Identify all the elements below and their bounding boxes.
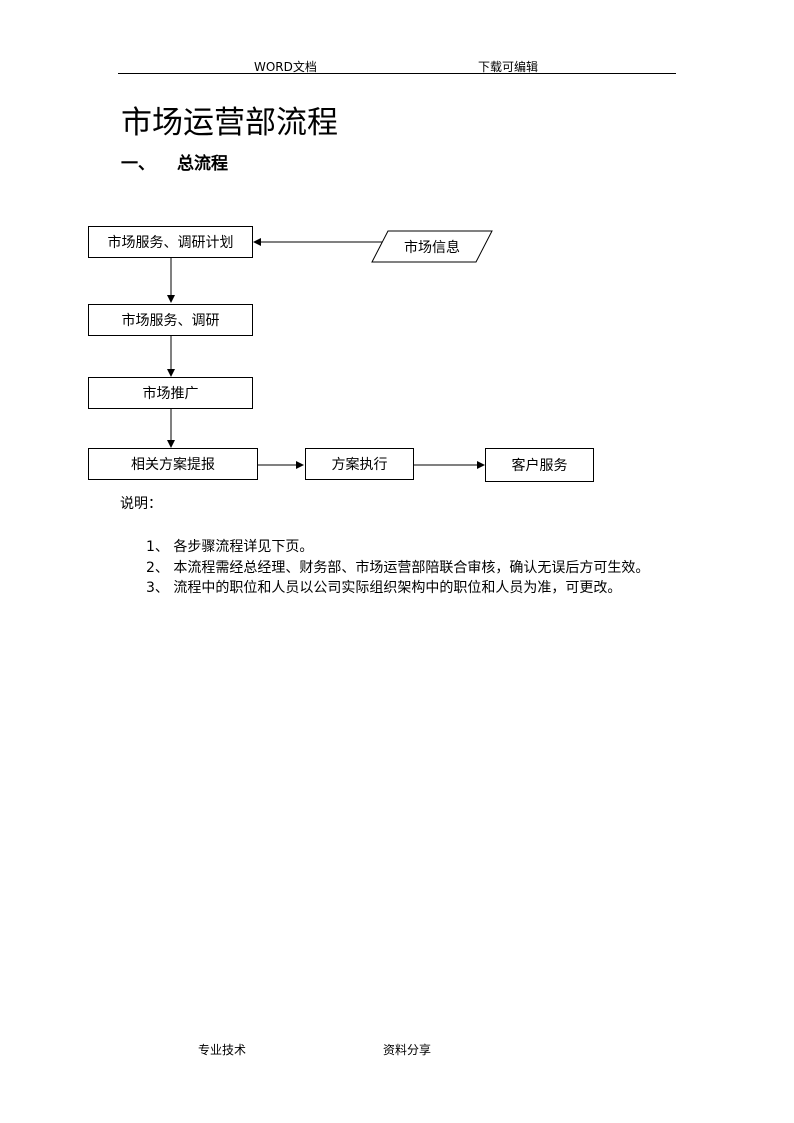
section-number: 一、 [121,154,155,174]
node-research: 市场服务、调研 [88,304,253,336]
header-right-text: 下载可编辑 [478,60,539,74]
section-heading: 总流程 [177,154,228,174]
footer-left-text: 专业技术 [198,1043,247,1057]
node-proposal: 相关方案提报 [88,448,258,480]
note-item: 3、 流程中的职位和人员以公司实际组织架构中的职位和人员为准，可更改。 [146,580,622,596]
footer-right-text: 资料分享 [383,1043,432,1057]
page-title: 市场运营部流程 [121,105,338,141]
node-promotion: 市场推广 [88,377,253,409]
header-left-text: WORD文档 [254,60,317,74]
header-rule [118,73,676,74]
node-execution: 方案执行 [305,448,414,480]
notes-heading: 说明： [120,496,162,512]
node-info-shape [371,230,493,263]
node-info: 市场信息 [404,240,460,256]
node-service: 客户服务 [485,448,594,482]
note-item: 2、 本流程需经总经理、财务部、市场运营部陪联合审核，确认无误后方可生效。 [146,560,650,576]
note-item: 1、 各步骤流程详见下页。 [146,539,314,555]
node-plan: 市场服务、调研计划 [88,226,253,258]
